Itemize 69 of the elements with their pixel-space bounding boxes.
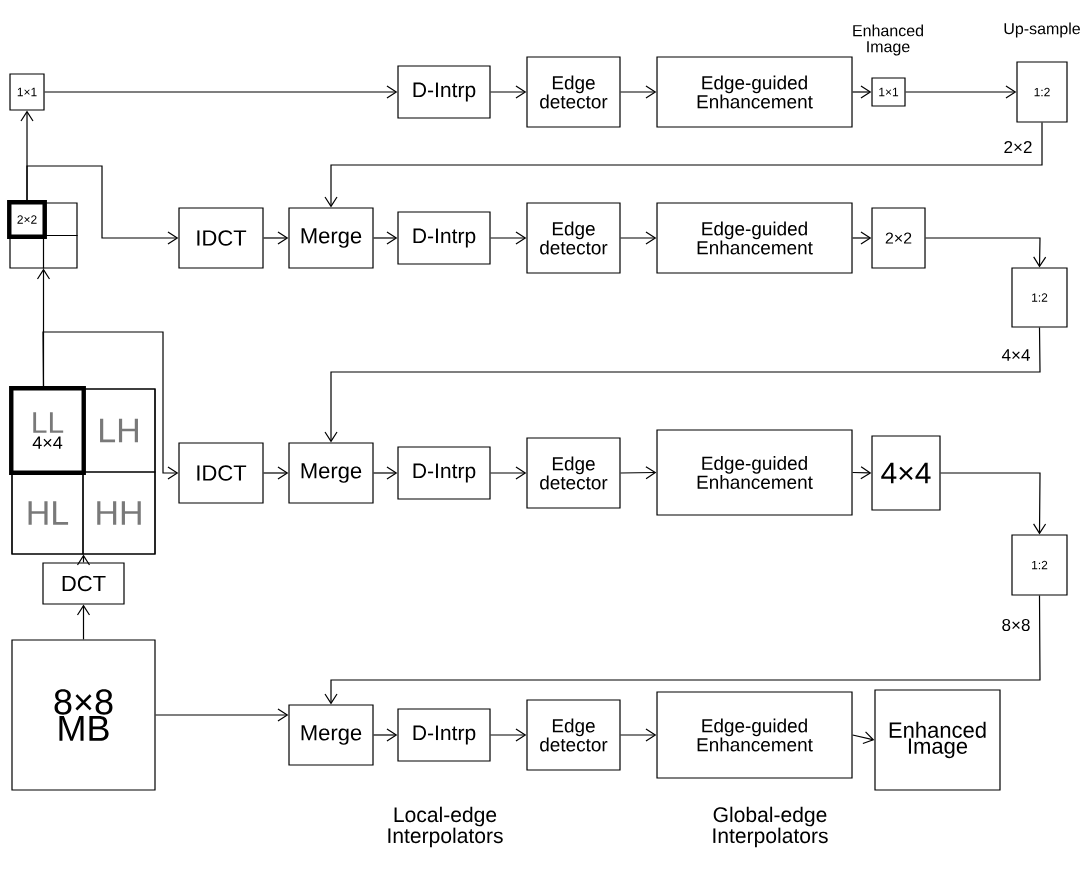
arrow	[852, 466, 872, 480]
arrow	[42, 331, 179, 480]
arrow	[490, 466, 527, 480]
upsample-box: 1:2	[1011, 534, 1068, 596]
arrow	[620, 85, 657, 99]
process-box: Edge-guided Enhancement	[656, 56, 853, 128]
arrow	[490, 85, 527, 99]
grid-cell: LL 4×4	[10, 387, 85, 474]
size-box: 4×4	[871, 435, 941, 511]
process-box: IDCT	[178, 207, 264, 269]
arrow	[263, 466, 289, 480]
grid-cell: HH	[82, 471, 156, 555]
process-box: Edge detector	[526, 699, 621, 771]
size-box: 2×2	[871, 207, 926, 269]
process-box: D-Intrp	[397, 65, 491, 119]
process-box: IDCT	[178, 442, 264, 504]
edge-label: 4×4	[1000, 347, 1032, 363]
arrow	[852, 85, 872, 99]
process-box: Edge-guided Enhancement	[656, 691, 853, 779]
output-box: Enhanced Image	[874, 689, 1001, 791]
upsample-box: 1:2	[1011, 267, 1068, 328]
arrow	[925, 237, 1047, 268]
arrow	[373, 728, 398, 742]
arrow	[324, 122, 1043, 208]
process-box: Edge detector	[526, 202, 621, 274]
edge-label: 2×2	[1002, 139, 1034, 155]
arrow	[76, 604, 91, 640]
process-box: Edge-guided Enhancement	[656, 202, 853, 274]
arrow	[324, 327, 1041, 443]
arrow	[490, 231, 527, 245]
grid-cell: 2×2	[8, 201, 46, 238]
upsample-box: 1:2	[1016, 61, 1068, 123]
arrow	[26, 165, 179, 245]
annotation-text: Local-edge Interpolators	[388, 806, 503, 848]
process-box: D-Intrp	[397, 446, 491, 500]
arrow	[263, 231, 289, 245]
arrow	[905, 85, 1017, 99]
arrow	[44, 85, 398, 99]
arrow	[620, 231, 657, 245]
arrow	[324, 595, 1041, 705]
grid-cell: HL	[11, 471, 84, 555]
process-box: Merge	[288, 207, 374, 269]
grid-box	[11, 388, 156, 555]
process-box: D-Intrp	[397, 211, 491, 265]
process-box: DCT	[42, 562, 125, 605]
arrow	[620, 466, 657, 480]
arrow	[373, 231, 398, 245]
arrow	[852, 231, 872, 245]
caption-text: Up-sample	[1004, 22, 1080, 38]
size-box: 1×1	[871, 77, 906, 107]
size-box: 1×1	[9, 73, 45, 111]
arrow	[373, 466, 398, 480]
process-box: Edge detector	[526, 437, 621, 509]
arrow	[852, 731, 875, 745]
process-box: Merge	[288, 704, 374, 766]
annotation-text: Enhanced Image	[853, 24, 923, 56]
macroblock-box: 8×8 MB	[11, 639, 156, 791]
process-box: Edge-guided Enhancement	[656, 429, 853, 516]
annotation-text: Global-edge Interpolators	[713, 806, 828, 848]
arrow	[155, 708, 289, 722]
grid-box	[9, 202, 78, 269]
arrow	[620, 728, 657, 742]
arrow	[940, 472, 1047, 535]
process-box: Merge	[288, 442, 374, 504]
edge-label: 8×8	[1000, 617, 1032, 633]
process-box: Edge detector	[526, 56, 621, 128]
grid-cell: LH	[82, 388, 156, 473]
arrow	[490, 728, 527, 742]
process-box: D-Intrp	[397, 708, 491, 762]
